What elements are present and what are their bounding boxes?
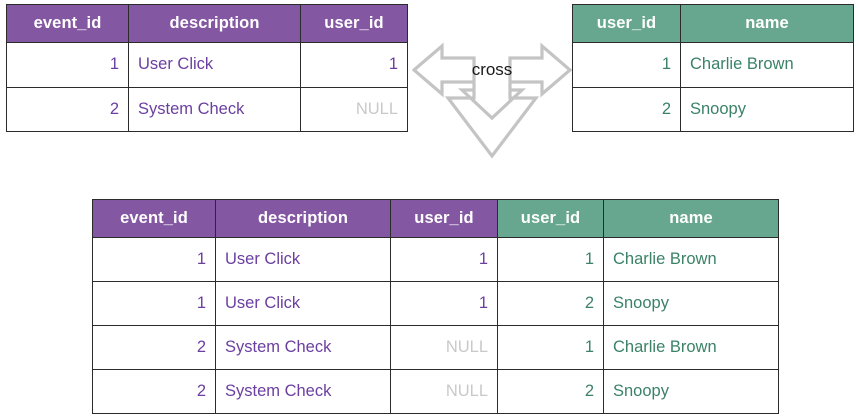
left-source-table: event_id description user_id 1 User Clic… (6, 4, 408, 132)
cell-name: Charlie Brown (603, 237, 779, 282)
cell-description: User Click (215, 237, 391, 282)
table-row: 1 User Click 1 (6, 42, 408, 88)
column-header-left-user-id: user_id (390, 199, 498, 238)
cell-event-id: 2 (6, 86, 129, 132)
table-header-row: event_id description user_id (6, 4, 408, 43)
column-header-event-id: event_id (6, 4, 129, 43)
cell-left-user-id: 1 (390, 281, 498, 326)
column-header-description: description (128, 4, 301, 43)
cell-user-id: 1 (572, 42, 681, 88)
cell-name: Charlie Brown (603, 325, 779, 370)
right-source-table: user_id name 1 Charlie Brown 2 Snoopy (572, 4, 854, 132)
cell-user-id-null: NULL (300, 86, 408, 132)
cell-right-user-id: 2 (497, 281, 604, 326)
result-table: event_id description user_id user_id nam… (92, 199, 779, 414)
table-row: 1 Charlie Brown (572, 42, 854, 88)
cell-description: System Check (215, 369, 391, 414)
column-header-name: name (680, 4, 854, 43)
cell-left-user-id: 1 (390, 237, 498, 282)
cell-event-id: 1 (6, 42, 129, 88)
cell-event-id: 1 (92, 237, 216, 282)
table-header-row: event_id description user_id user_id nam… (92, 199, 779, 238)
cell-name: Charlie Brown (680, 42, 854, 88)
cross-join-arrow-icon (412, 28, 572, 168)
cell-right-user-id: 1 (497, 237, 604, 282)
cell-name: Snoopy (680, 86, 854, 132)
cell-description: System Check (215, 325, 391, 370)
table-row: 1 User Click 1 1 Charlie Brown (92, 237, 779, 282)
cell-name: Snoopy (603, 369, 779, 414)
column-header-event-id: event_id (92, 199, 216, 238)
cell-user-id: 2 (572, 86, 681, 132)
table-row: 2 System Check NULL 2 Snoopy (92, 369, 779, 414)
column-header-description: description (215, 199, 391, 238)
column-header-right-user-id: user_id (497, 199, 604, 238)
cell-left-user-id-null: NULL (390, 325, 498, 370)
table-row: 2 System Check NULL (6, 86, 408, 132)
cell-description: User Click (215, 281, 391, 326)
cell-left-user-id-null: NULL (390, 369, 498, 414)
column-header-user-id: user_id (572, 4, 681, 43)
cell-description: System Check (128, 86, 301, 132)
join-type-label: cross (471, 60, 513, 79)
cell-right-user-id: 1 (497, 325, 604, 370)
cell-event-id: 1 (92, 281, 216, 326)
table-row: 2 Snoopy (572, 86, 854, 132)
table-row: 1 User Click 1 2 Snoopy (92, 281, 779, 326)
cell-name: Snoopy (603, 281, 779, 326)
table-header-row: user_id name (572, 4, 854, 43)
cell-user-id: 1 (300, 42, 408, 88)
cell-event-id: 2 (92, 325, 216, 370)
cell-description: User Click (128, 42, 301, 88)
table-row: 2 System Check NULL 1 Charlie Brown (92, 325, 779, 370)
column-header-name: name (603, 199, 779, 238)
column-header-user-id: user_id (300, 4, 408, 43)
cell-event-id: 2 (92, 369, 216, 414)
cell-right-user-id: 2 (497, 369, 604, 414)
